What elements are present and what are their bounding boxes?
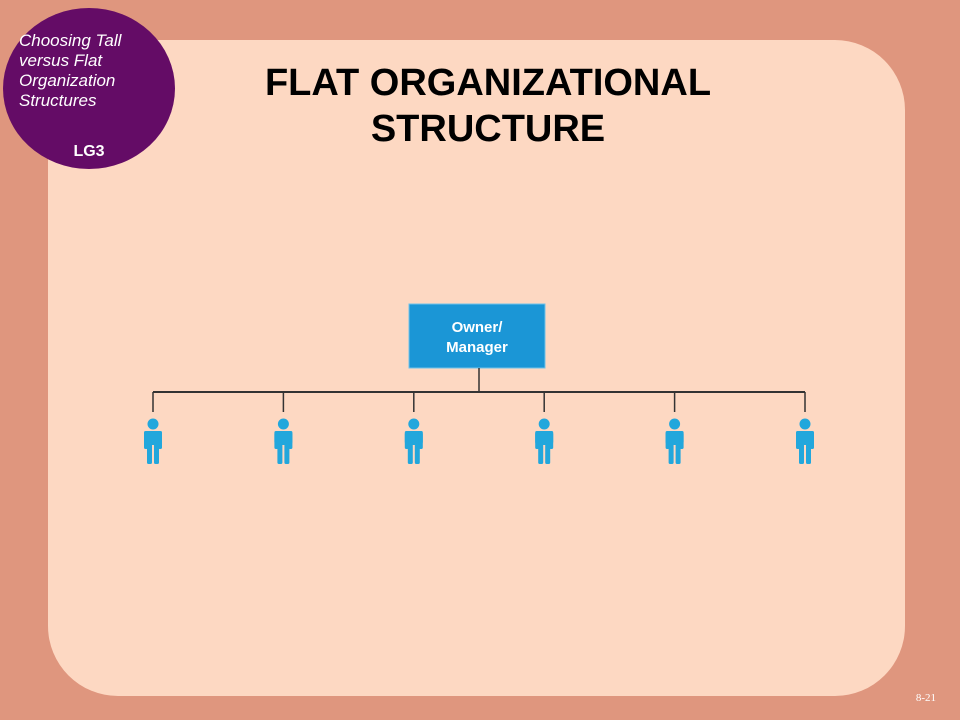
person-icon <box>535 418 554 464</box>
learning-goal-badge: Choosing Tall versus Flat Organization S… <box>3 8 175 169</box>
page-number: 8-21 <box>915 692 936 704</box>
badge-lg-label: LG3 <box>73 143 105 160</box>
owner-manager-box <box>408 303 546 369</box>
person-icon <box>404 418 423 464</box>
owner-manager-label-2: Manager <box>446 339 508 356</box>
person-icon <box>274 418 293 464</box>
slide-title: FLAT ORGANIZATIONAL STRUCTURE <box>264 62 712 150</box>
owner-manager-label-1: Owner/ <box>452 319 504 336</box>
subordinates <box>144 392 814 464</box>
badge-topic: Choosing Tall versus Flat Organization S… <box>19 31 122 110</box>
person-icon <box>796 418 814 464</box>
person-icon <box>144 418 162 464</box>
person-icon <box>665 418 684 464</box>
